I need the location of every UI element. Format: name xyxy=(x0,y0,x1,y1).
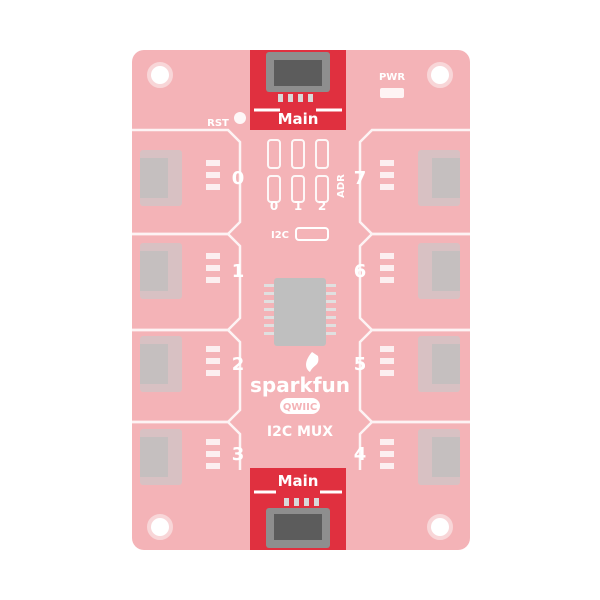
main-connector-top xyxy=(250,50,346,130)
main-label-top: Main xyxy=(278,110,319,128)
port-number-0: 0 xyxy=(232,168,245,189)
connector-port-2 xyxy=(140,336,182,392)
port-number-5: 5 xyxy=(354,354,367,375)
brand-logo: sparkfun xyxy=(250,373,350,397)
adr-label: ADR xyxy=(336,174,347,198)
connector-port-4 xyxy=(418,429,460,485)
connector-port-3 xyxy=(140,429,182,485)
connector-port-5 xyxy=(418,336,460,392)
port-number-2: 2 xyxy=(232,354,245,375)
main-connector-bottom xyxy=(250,468,346,550)
port-number-4: 4 xyxy=(354,444,367,465)
side-connectors xyxy=(140,150,460,485)
silk-outlines xyxy=(132,128,470,470)
pwr-label: PWR xyxy=(379,72,405,83)
connector-port-0 xyxy=(140,150,182,206)
addr-bit-1: 1 xyxy=(294,199,302,213)
address-jumpers xyxy=(267,139,329,203)
qwiic-logo: QWIIC xyxy=(283,402,317,413)
connector-port-1 xyxy=(140,243,182,299)
mount-hole-bl xyxy=(147,514,173,540)
qwiic-badge xyxy=(280,398,320,414)
i2c-label: I2C xyxy=(271,230,289,241)
mount-hole-br xyxy=(427,514,453,540)
resistor-pads xyxy=(206,160,394,469)
port-number-3: 3 xyxy=(232,444,245,465)
connector-port-6 xyxy=(418,243,460,299)
mux-chip xyxy=(264,278,336,346)
main-label-bottom: Main xyxy=(278,472,319,490)
pwr-led xyxy=(380,88,404,98)
connector-port-7 xyxy=(418,150,460,206)
mount-hole-tl xyxy=(147,62,173,88)
port-number-1: 1 xyxy=(232,261,245,282)
mount-hole-tr xyxy=(427,62,453,88)
port-number-6: 6 xyxy=(354,261,367,282)
addr-bit-0: 0 xyxy=(270,199,278,213)
product-name: I2C MUX xyxy=(267,424,333,440)
rst-pad xyxy=(234,112,246,124)
sparkfun-flame-icon xyxy=(306,352,319,372)
port-number-7: 7 xyxy=(354,168,367,189)
rst-label: RST xyxy=(207,118,229,129)
i2c-jumper xyxy=(295,227,329,241)
addr-bit-2: 2 xyxy=(318,199,326,213)
